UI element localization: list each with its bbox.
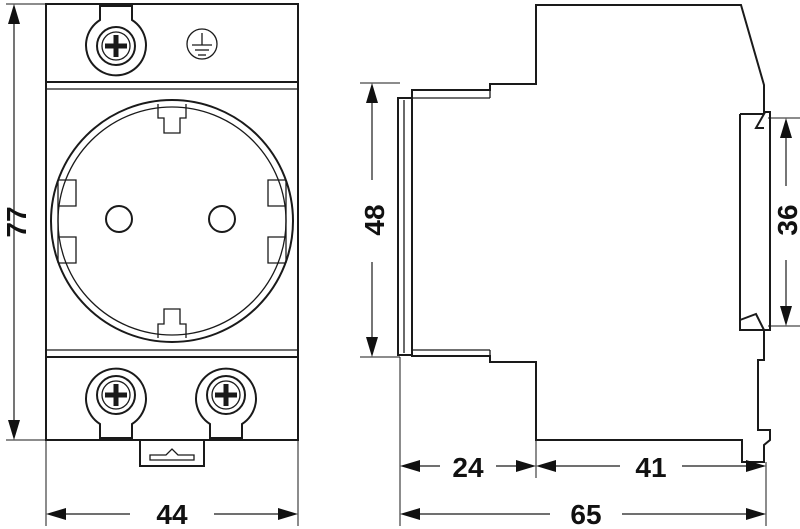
terminal-screw-icon xyxy=(195,367,257,439)
side-view xyxy=(397,4,771,463)
front-view xyxy=(45,3,299,467)
dimension-side-total xyxy=(400,508,766,520)
dimension-side-rail xyxy=(768,117,800,327)
dimension-label-24: 24 xyxy=(452,452,484,483)
dimension-label-77: 77 xyxy=(1,206,32,237)
terminal-screw-icon xyxy=(85,367,147,439)
pin-hole-right xyxy=(208,205,236,233)
dimension-side-height xyxy=(360,82,400,358)
dimension-label-65: 65 xyxy=(570,499,601,529)
dimension-label-48: 48 xyxy=(359,204,390,235)
din-clip xyxy=(139,440,205,467)
dimension-side-depths xyxy=(399,357,767,526)
dimension-front-height xyxy=(6,3,46,441)
side-body xyxy=(411,4,771,463)
rail-slot xyxy=(739,114,764,331)
dimension-label-44: 44 xyxy=(156,499,188,529)
earth-ground-icon xyxy=(186,28,218,60)
dimension-label-36: 36 xyxy=(772,204,800,235)
dimension-label-41: 41 xyxy=(635,452,666,483)
dimension-front-width xyxy=(45,440,299,526)
socket-face xyxy=(50,99,294,343)
pin-hole-left xyxy=(105,205,133,233)
front-housing xyxy=(45,3,299,441)
rail-slot-top xyxy=(740,113,766,129)
terminal-screw-icon xyxy=(85,5,147,77)
side-front-face xyxy=(397,97,413,356)
